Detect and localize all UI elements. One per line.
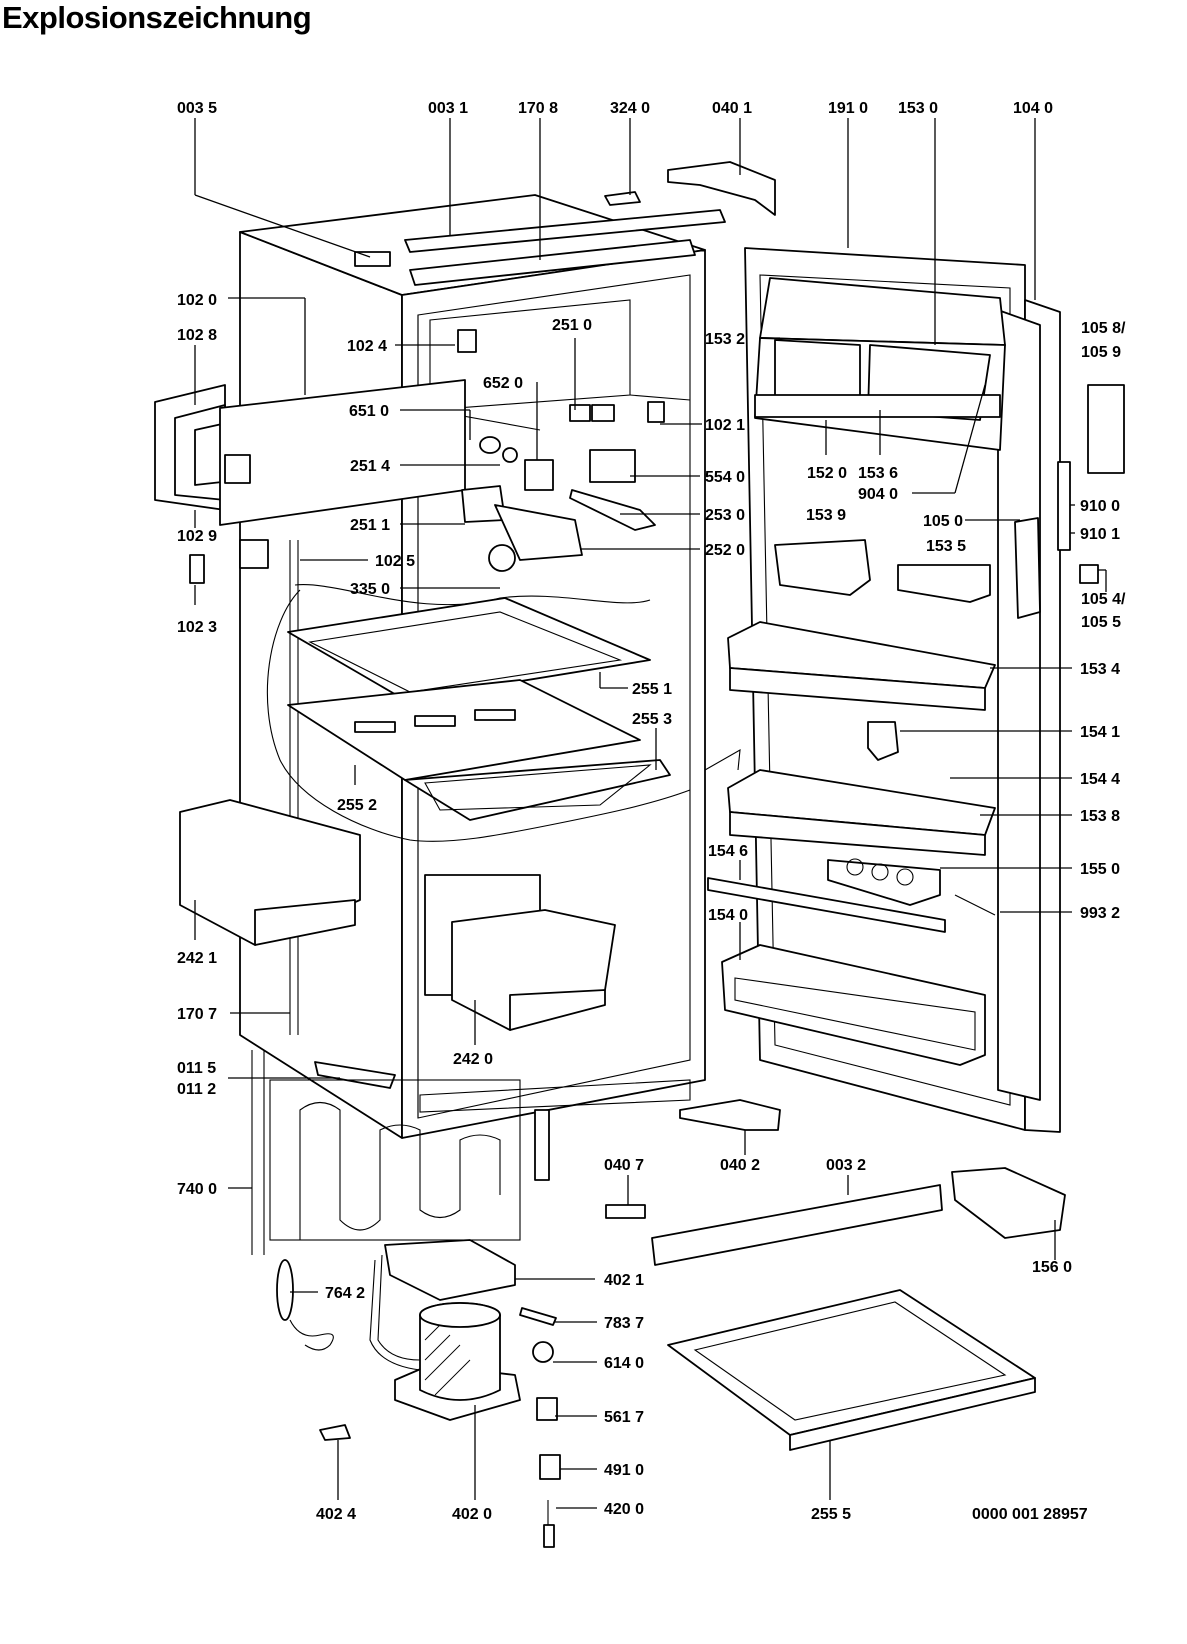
label-1020: 102 0 <box>177 292 217 309</box>
label-1546: 154 6 <box>708 843 748 860</box>
label-1910: 191 0 <box>828 100 868 117</box>
label-6140: 614 0 <box>604 1355 644 1372</box>
label-2530: 253 0 <box>705 507 745 524</box>
label-2520: 252 0 <box>705 542 745 559</box>
label-0402: 040 2 <box>720 1157 760 1174</box>
label-1028: 102 8 <box>177 327 217 344</box>
label-2553: 255 3 <box>632 711 672 728</box>
bottom-loose-parts <box>605 1167 1066 1451</box>
label-9100: 910 0 <box>1080 498 1120 515</box>
hinges <box>604 161 781 1131</box>
condenser <box>251 1050 550 1255</box>
label-0032: 003 2 <box>826 1157 866 1174</box>
label-0112: 011 2 <box>177 1081 216 1098</box>
label-1025: 102 5 <box>375 553 415 570</box>
label-1040: 104 0 <box>1013 100 1053 117</box>
label-6520: 652 0 <box>483 375 523 392</box>
label-1538: 153 8 <box>1080 808 1120 825</box>
label-9932: 993 2 <box>1080 905 1120 922</box>
label-1520: 152 0 <box>807 465 847 482</box>
label-4020: 402 0 <box>452 1506 492 1523</box>
label-1539: 153 9 <box>806 507 846 524</box>
compressor <box>276 1239 561 1548</box>
refrigerator-door <box>704 247 1061 1133</box>
drawing-number: 0000 001 28957 <box>972 1506 1088 1523</box>
label-1536: 153 6 <box>858 465 898 482</box>
label-0035: 003 5 <box>177 100 217 117</box>
label-1541: 154 1 <box>1080 724 1120 741</box>
bottom-bracket <box>314 1061 396 1089</box>
label-5540: 554 0 <box>705 469 745 486</box>
label-1021: 102 1 <box>705 417 745 434</box>
label-2511: 251 1 <box>350 517 390 534</box>
label-1535: 153 5 <box>926 538 966 555</box>
label-1534: 153 4 <box>1080 661 1120 678</box>
label-1532: 153 2 <box>705 331 745 348</box>
part-labels: 003 5 003 1 170 8 324 0 040 1 191 0 153 … <box>177 100 1126 1523</box>
label-0031: 003 1 <box>428 100 468 117</box>
label-2421: 242 1 <box>177 950 217 967</box>
label-1058: 105 8/ <box>1081 320 1126 337</box>
label-1054: 105 4/ <box>1081 591 1126 608</box>
label-0401: 040 1 <box>712 100 752 117</box>
label-1050: 105 0 <box>923 513 963 530</box>
freezer-door-parts <box>154 379 466 584</box>
label-2510: 251 0 <box>552 317 592 334</box>
crisper-drawers <box>179 799 616 1031</box>
label-2552: 255 2 <box>337 797 377 814</box>
label-1059: 105 9 <box>1081 344 1121 361</box>
label-0115: 011 5 <box>177 1060 216 1077</box>
label-1544: 154 4 <box>1080 771 1120 788</box>
label-1055: 105 5 <box>1081 614 1121 631</box>
label-9101: 910 1 <box>1080 526 1120 543</box>
label-7400: 740 0 <box>177 1181 217 1198</box>
label-1708: 170 8 <box>518 100 558 117</box>
glass-shelves <box>287 597 671 821</box>
label-2420: 242 0 <box>453 1051 493 1068</box>
label-6510: 651 0 <box>349 403 389 420</box>
label-1540: 154 0 <box>708 907 748 924</box>
right-side-parts <box>1057 384 1125 584</box>
label-3240: 324 0 <box>610 100 650 117</box>
cutaway-outline <box>266 589 691 842</box>
thermostat-parts <box>457 329 665 572</box>
label-2514: 251 4 <box>350 458 390 475</box>
label-9040: 904 0 <box>858 486 898 503</box>
label-4910: 491 0 <box>604 1462 644 1479</box>
label-0407: 040 7 <box>604 1157 644 1174</box>
label-5617: 561 7 <box>604 1409 644 1426</box>
label-7642: 764 2 <box>325 1285 365 1302</box>
label-2555: 255 5 <box>811 1506 851 1523</box>
leader-lines <box>194 118 1107 1509</box>
label-3350: 335 0 <box>350 581 390 598</box>
label-4021: 402 1 <box>604 1272 644 1289</box>
label-4200: 420 0 <box>604 1501 644 1518</box>
label-2551: 255 1 <box>632 681 672 698</box>
label-1530: 153 0 <box>898 100 938 117</box>
label-7837: 783 7 <box>604 1315 644 1332</box>
label-1550: 155 0 <box>1080 861 1120 878</box>
label-1024: 102 4 <box>347 338 387 355</box>
page-title: Explosionszeichnung <box>2 0 312 35</box>
label-1029: 102 9 <box>177 528 217 545</box>
label-4024: 402 4 <box>316 1506 356 1523</box>
label-1560: 156 0 <box>1032 1259 1072 1276</box>
label-1023: 102 3 <box>177 619 217 636</box>
label-1707: 170 7 <box>177 1006 217 1023</box>
